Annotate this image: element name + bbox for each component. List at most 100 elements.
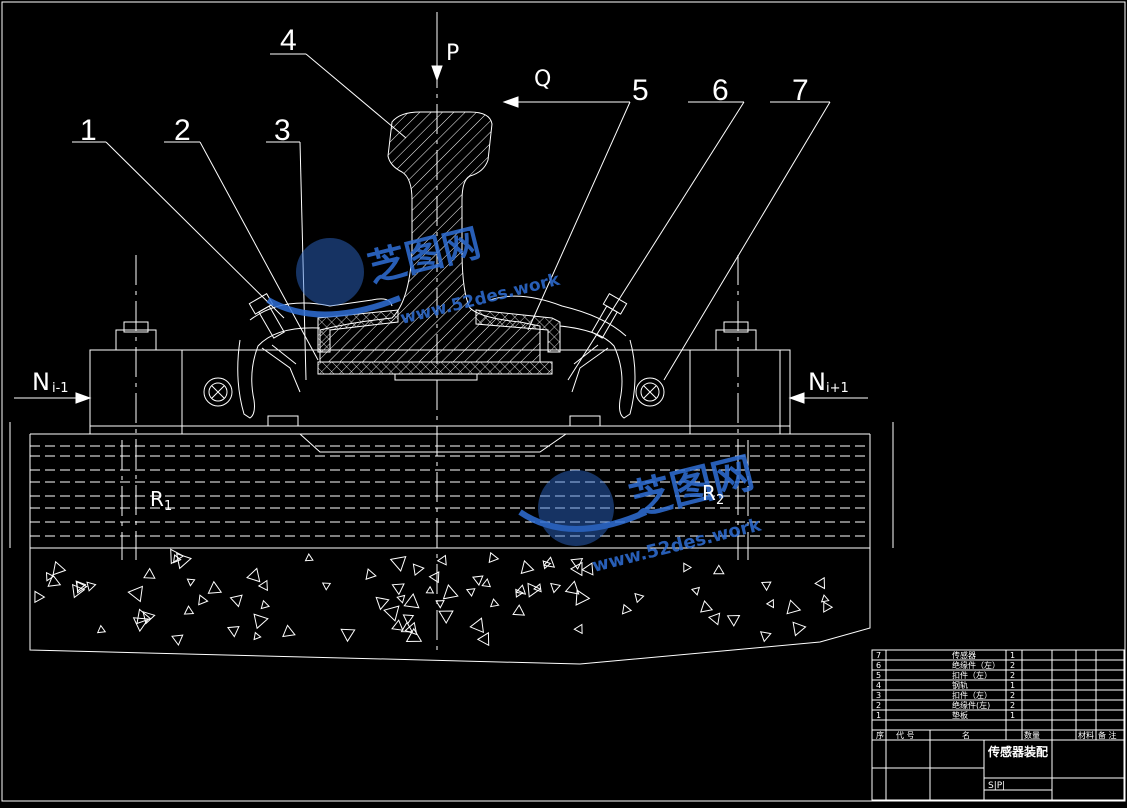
aggregate-stone [47, 574, 62, 587]
part-label-5: 5 [632, 74, 649, 107]
aggregate-stone [183, 605, 195, 615]
parts-row-7-name: 传感器 [952, 650, 976, 660]
parts-row-1-no: 1 [876, 711, 881, 720]
watermark-top: 芝图网 www.52des.work [266, 220, 563, 329]
sleeper-dash-lines [30, 445, 870, 537]
aggregate-stone [700, 600, 714, 613]
ballast-aggregate [34, 548, 834, 647]
parts-row-5-name: 扣件（左） [952, 670, 992, 680]
aggregate-stone [726, 614, 741, 627]
part-label-2: 2 [174, 114, 191, 147]
aggregate-stone [127, 585, 144, 603]
parts-row-2-name: 绝缘件(左) [952, 700, 990, 710]
rail-pad [317, 361, 553, 375]
header-note: 备 注 [1098, 730, 1117, 740]
parts-row-4-no: 4 [876, 681, 881, 690]
aggregate-stone [471, 575, 484, 587]
parts-row-3-name: 扣件（左） [952, 690, 992, 700]
aggregate-stone [96, 624, 107, 634]
aggregate-stone [172, 554, 182, 564]
header-name: 名 [962, 730, 970, 740]
aggregate-stone [396, 594, 406, 604]
aggregate-stone [340, 628, 356, 643]
parts-row-2-qty: 2 [1010, 701, 1015, 710]
aggregate-stone [569, 561, 583, 577]
aggregate-stone [52, 560, 67, 576]
aggregate-stone [136, 608, 152, 625]
part-label-3: 3 [274, 114, 291, 147]
aggregate-stone [573, 623, 583, 635]
aggregate-stone [34, 590, 46, 604]
aggregate-stone [383, 605, 400, 622]
n-left-label: N [32, 368, 50, 396]
part-label-1: 1 [80, 114, 97, 147]
parts-row-6-no: 6 [876, 661, 881, 670]
aggregate-stone [226, 626, 240, 638]
aggregate-stone [533, 583, 542, 593]
ballast-outline [29, 548, 871, 665]
r2-subscript: 2 [716, 493, 724, 508]
aggregate-stone [142, 611, 156, 625]
r2-label: R [702, 481, 716, 505]
aggregate-stone [253, 631, 262, 641]
right-insulator [475, 309, 561, 353]
aggregate-stone [304, 552, 314, 562]
aggregate-stone [86, 581, 97, 592]
aggregate-stone [621, 603, 633, 615]
aggregate-stone [476, 631, 490, 647]
aggregate-stone [820, 594, 830, 603]
aggregate-stone [171, 634, 184, 646]
parts-row-6-qty: 2 [1010, 661, 1015, 670]
aggregate-stone [683, 562, 693, 573]
aggregate-stone [229, 594, 243, 608]
parts-row-3-no: 3 [876, 691, 881, 700]
header-material: 材料 [1078, 730, 1094, 740]
aggregate-stone [564, 580, 580, 595]
aggregate-stone [469, 617, 485, 634]
force-p-arrow [431, 40, 443, 82]
aggregate-stone [634, 592, 645, 604]
r1-subscript: 1 [164, 499, 172, 514]
aggregate-stone [759, 631, 772, 643]
aggregate-stone [515, 588, 524, 598]
parts-row-4-name: 钢轨 [952, 680, 968, 690]
aggregate-stone [823, 601, 834, 613]
part-label-4: 4 [280, 24, 297, 57]
aggregate-stone [765, 598, 775, 609]
force-n-right-arrow [788, 392, 868, 404]
parts-row-5-qty: 2 [1010, 671, 1015, 680]
parts-row-2-no: 2 [876, 701, 881, 710]
aggregate-stone [550, 582, 562, 594]
aggregate-stone [442, 584, 459, 600]
part-label-6: 6 [712, 74, 729, 107]
aggregate-stone [260, 599, 271, 610]
force-q-arrow [502, 96, 578, 108]
title-block-code: S|P| [988, 781, 1005, 791]
aggregate-stone [389, 555, 407, 572]
aggregate-stone [400, 621, 414, 633]
n-right-label: N [808, 368, 826, 396]
aggregate-stone [391, 583, 405, 596]
aggregate-stone [45, 571, 55, 582]
aggregate-stone [143, 567, 156, 579]
left-bolt-circle [203, 377, 233, 407]
aggregate-stone [132, 617, 150, 633]
watermark-bottom-text: 芝图网 [625, 448, 759, 526]
aggregate-stone [412, 563, 425, 577]
header-code: 代 号 [896, 730, 915, 740]
aggregate-stone [543, 556, 556, 568]
aggregate-stone [690, 586, 701, 596]
aggregate-stone [481, 577, 492, 588]
aggregate-stone [321, 582, 332, 591]
aggregate-stone [282, 624, 296, 638]
right-clip [489, 295, 636, 419]
right-support-block [689, 349, 781, 435]
aggregate-stone [542, 560, 552, 570]
aggregate-stone [792, 621, 807, 637]
aggregate-stone [512, 604, 526, 616]
parts-row-5-no: 5 [876, 671, 881, 680]
r1-label: R [150, 487, 164, 511]
